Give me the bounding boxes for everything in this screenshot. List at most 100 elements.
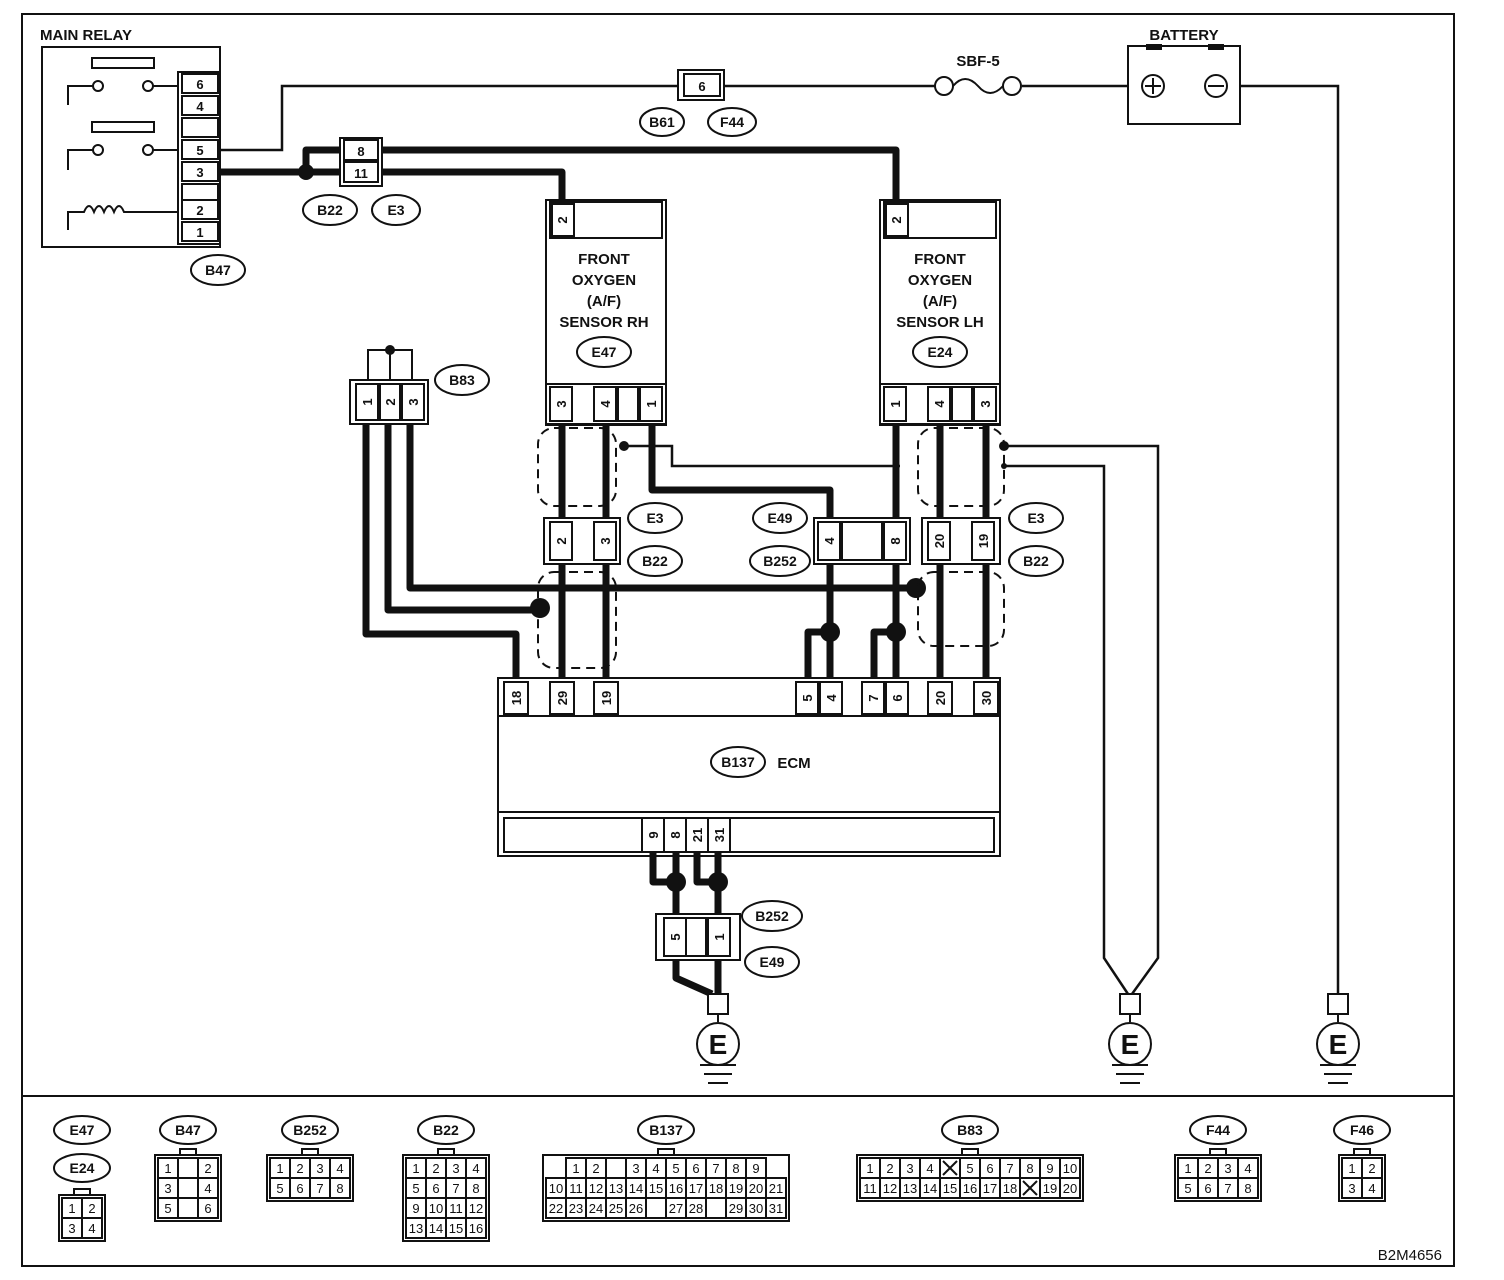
pin-number: 2 bbox=[592, 1161, 599, 1176]
connector-label: B137 bbox=[649, 1122, 683, 1138]
connector-label: E3 bbox=[387, 202, 404, 218]
svg-text:OXYGEN: OXYGEN bbox=[908, 272, 972, 289]
svg-text:FRONT: FRONT bbox=[914, 251, 966, 268]
connector-label: E49 bbox=[760, 954, 785, 970]
pin-number: 9 bbox=[1046, 1161, 1053, 1176]
wire bbox=[1004, 444, 1160, 995]
shield bbox=[917, 571, 1005, 647]
pin-number: 7 bbox=[316, 1181, 323, 1196]
ecm: 18 29 19 5 4 7 6 20 30 B137 ECM 9 8 21 3… bbox=[497, 677, 1001, 857]
pin-number: 26 bbox=[629, 1201, 643, 1216]
connector-label: E3 bbox=[646, 510, 663, 526]
connector-label: B22 bbox=[433, 1122, 459, 1138]
sensor-lh: 2 FRONT OXYGEN (A/F) SENSOR LH E24 1 4 3 bbox=[879, 199, 1001, 426]
pin-number: 5 bbox=[1184, 1181, 1191, 1196]
svg-text:5: 5 bbox=[668, 933, 683, 940]
svg-text:9: 9 bbox=[646, 831, 661, 838]
fuse-icon bbox=[952, 78, 1004, 94]
pin-number: 2 bbox=[432, 1161, 439, 1176]
connector-label: E49 bbox=[768, 510, 793, 526]
pin-number: 10 bbox=[549, 1181, 563, 1196]
pin-number: 9 bbox=[412, 1201, 419, 1216]
pin-number: 5 bbox=[966, 1161, 973, 1176]
pin-number: 19 bbox=[1043, 1181, 1057, 1196]
pin-number: 4 bbox=[336, 1161, 343, 1176]
connector-label: E47 bbox=[592, 344, 617, 360]
svg-text:E: E bbox=[1121, 1029, 1140, 1060]
svg-text:BATTERY: BATTERY bbox=[1149, 27, 1218, 44]
pin-number: 1 bbox=[866, 1161, 873, 1176]
relay-pin: 4 bbox=[196, 99, 204, 114]
pin-number: 17 bbox=[983, 1181, 997, 1196]
svg-text:19: 19 bbox=[976, 534, 991, 548]
pin-number: 12 bbox=[469, 1201, 483, 1216]
pin-number: 8 bbox=[732, 1161, 739, 1176]
connector-label: B137 bbox=[721, 754, 755, 770]
pin-number: 8 bbox=[336, 1181, 343, 1196]
pin-number: 29 bbox=[729, 1201, 743, 1216]
svg-text:29: 29 bbox=[555, 691, 570, 705]
pin-number: 14 bbox=[923, 1181, 937, 1196]
pin-number: 3 bbox=[452, 1161, 459, 1176]
pin-number: 23 bbox=[569, 1201, 583, 1216]
pin-number: 4 bbox=[204, 1181, 211, 1196]
svg-text:8: 8 bbox=[357, 144, 364, 159]
pin-number: 18 bbox=[1003, 1181, 1017, 1196]
svg-text:5: 5 bbox=[800, 694, 815, 701]
connector-label: B252 bbox=[763, 553, 797, 569]
pin-number: 4 bbox=[652, 1161, 659, 1176]
pin-number: 6 bbox=[986, 1161, 993, 1176]
svg-text:2: 2 bbox=[555, 216, 570, 223]
svg-text:30: 30 bbox=[979, 691, 994, 705]
svg-text:6: 6 bbox=[890, 694, 905, 701]
pin-number: 8 bbox=[1244, 1181, 1251, 1196]
svg-text:7: 7 bbox=[866, 694, 881, 701]
joint-connector: 8 11 B22 E3 bbox=[302, 137, 421, 226]
pin-number: 11 bbox=[569, 1181, 583, 1196]
wire bbox=[1004, 464, 1130, 995]
pin-number: 22 bbox=[549, 1201, 563, 1216]
main-relay-title: MAIN RELAY bbox=[40, 27, 132, 44]
pin-number: 20 bbox=[749, 1181, 763, 1196]
battery: BATTERY bbox=[1127, 27, 1241, 125]
connector-label: B83 bbox=[957, 1122, 983, 1138]
svg-text:3: 3 bbox=[598, 537, 613, 544]
pin-number: 24 bbox=[589, 1201, 603, 1216]
pin-number: 15 bbox=[943, 1181, 957, 1196]
pin-number: 10 bbox=[429, 1201, 443, 1216]
main-relay: MAIN RELAY 6 4 5 3 2 bbox=[40, 27, 246, 286]
pin-number: 11 bbox=[863, 1181, 877, 1196]
mid-center-connector: 4 8 E49 B252 bbox=[749, 502, 911, 577]
svg-text:(A/F): (A/F) bbox=[923, 293, 957, 310]
relay-pin: 3 bbox=[196, 165, 203, 180]
pin-number: 1 bbox=[1348, 1161, 1355, 1176]
svg-text:8: 8 bbox=[888, 537, 903, 544]
pin-number: 4 bbox=[472, 1161, 479, 1176]
svg-text:3: 3 bbox=[554, 400, 569, 407]
svg-text:E: E bbox=[709, 1029, 728, 1060]
fuse-connector: 6 B61 F44 bbox=[639, 69, 757, 137]
ground-icon: E bbox=[696, 993, 740, 1084]
pin-number: 12 bbox=[883, 1181, 897, 1196]
pin-number: 27 bbox=[669, 1201, 683, 1216]
pin-number: 6 bbox=[204, 1201, 211, 1216]
connector-label: B47 bbox=[205, 262, 231, 278]
relay-pin: 6 bbox=[196, 77, 203, 92]
pin-number: 2 bbox=[296, 1161, 303, 1176]
pin-number: 6 bbox=[296, 1181, 303, 1196]
relay-pin-column: 6 4 5 3 2 1 bbox=[177, 71, 221, 245]
pin-number: 15 bbox=[449, 1221, 463, 1236]
connector-label: E47 bbox=[70, 1122, 95, 1138]
ground-icon: E bbox=[1108, 993, 1152, 1084]
connector-label: E24 bbox=[928, 344, 953, 360]
pin-number: 11 bbox=[449, 1201, 463, 1216]
shield bbox=[537, 427, 617, 507]
pin-number: 3 bbox=[1348, 1181, 1355, 1196]
wire bbox=[382, 146, 900, 200]
svg-text:FRONT: FRONT bbox=[578, 251, 630, 268]
svg-text:20: 20 bbox=[932, 534, 947, 548]
